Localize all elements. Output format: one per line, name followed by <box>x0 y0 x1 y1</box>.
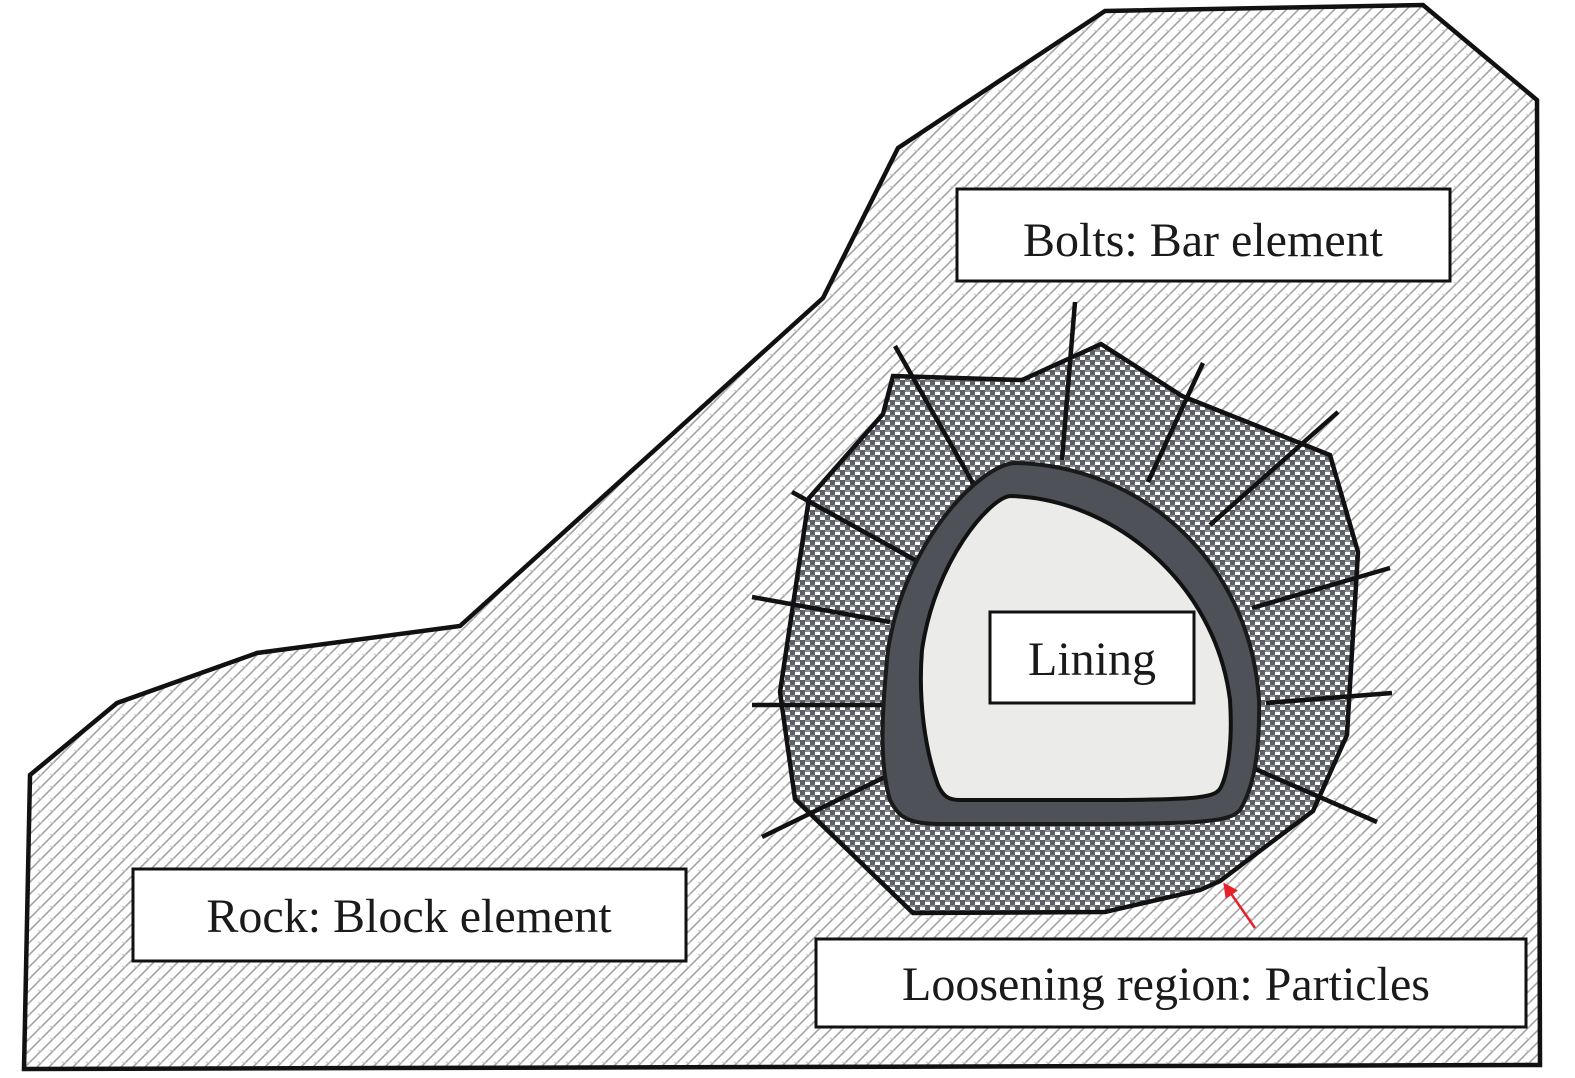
label-loosening-text: Loosening region: Particles <box>902 958 1430 1011</box>
bolt <box>1252 765 1378 825</box>
loosening-arrow <box>1223 882 1257 929</box>
loosening-outline <box>777 341 1361 916</box>
bolt <box>1145 362 1206 483</box>
bolt <box>1059 301 1078 461</box>
bolts <box>751 301 1393 840</box>
label-loosening: Loosening region: Particles <box>814 937 1528 1029</box>
bolt <box>761 770 894 840</box>
bolt <box>751 594 891 625</box>
label-lining-text: Lining <box>1028 633 1156 686</box>
label-bolts: Bolts: Bar element <box>955 187 1452 283</box>
rock-outline <box>21 2 1543 1072</box>
bolt <box>893 344 980 494</box>
label-bolts-text: Bolts: Bar element <box>1023 214 1384 267</box>
label-lining: Lining <box>988 610 1196 705</box>
label-rock: Rock: Block element <box>131 867 688 963</box>
bolt <box>1208 410 1340 527</box>
bolt <box>1265 690 1393 706</box>
bolt <box>790 490 917 562</box>
label-rock-text: Rock: Block element <box>206 890 612 943</box>
bolt <box>1251 565 1391 611</box>
